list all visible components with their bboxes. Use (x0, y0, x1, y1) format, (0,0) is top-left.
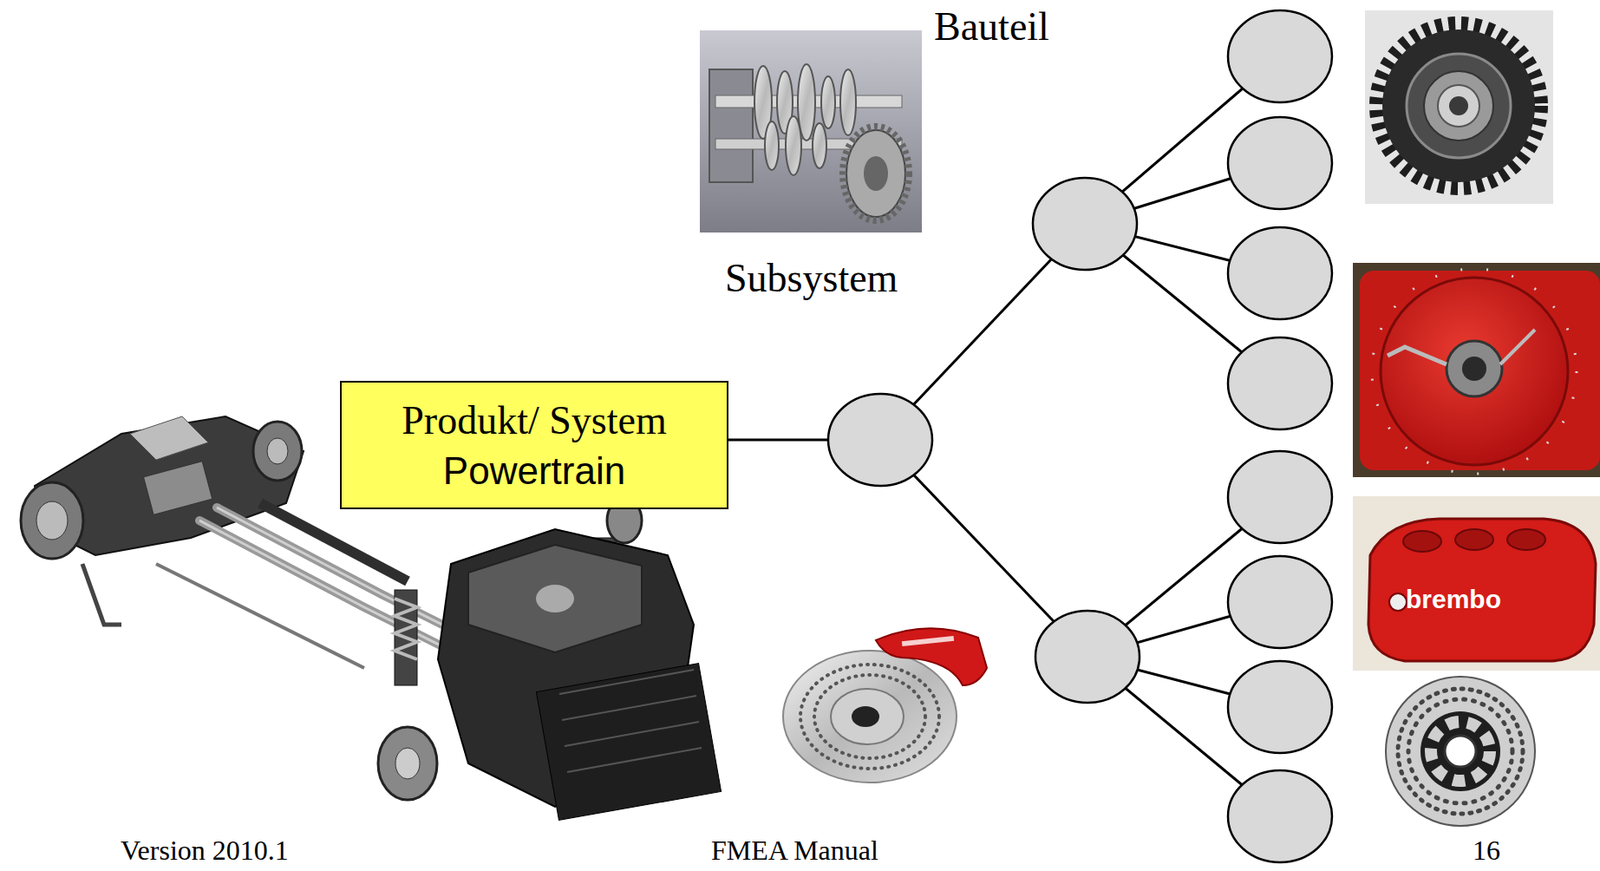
caliper-photo (1352, 496, 1600, 671)
brake-disc-photo (769, 619, 993, 788)
gear-photo (1364, 10, 1554, 204)
footer-title: FMEA Manual (711, 835, 879, 866)
system-box: Produkt/ SystemPowertrain (339, 380, 729, 510)
brand-text: brembo (1405, 584, 1502, 614)
gearbox-photo (699, 30, 922, 233)
page-number: 16 (1472, 835, 1501, 866)
system-name: Powertrain (443, 445, 626, 496)
housing-photo (1352, 262, 1600, 477)
level-label: Subsystem (724, 256, 898, 301)
level-label: Bauteil (933, 5, 1050, 50)
footer-version: Version 2010.1 (120, 835, 289, 866)
rotor-photo (1379, 673, 1542, 829)
system-heading: Produkt/ System (401, 394, 667, 447)
